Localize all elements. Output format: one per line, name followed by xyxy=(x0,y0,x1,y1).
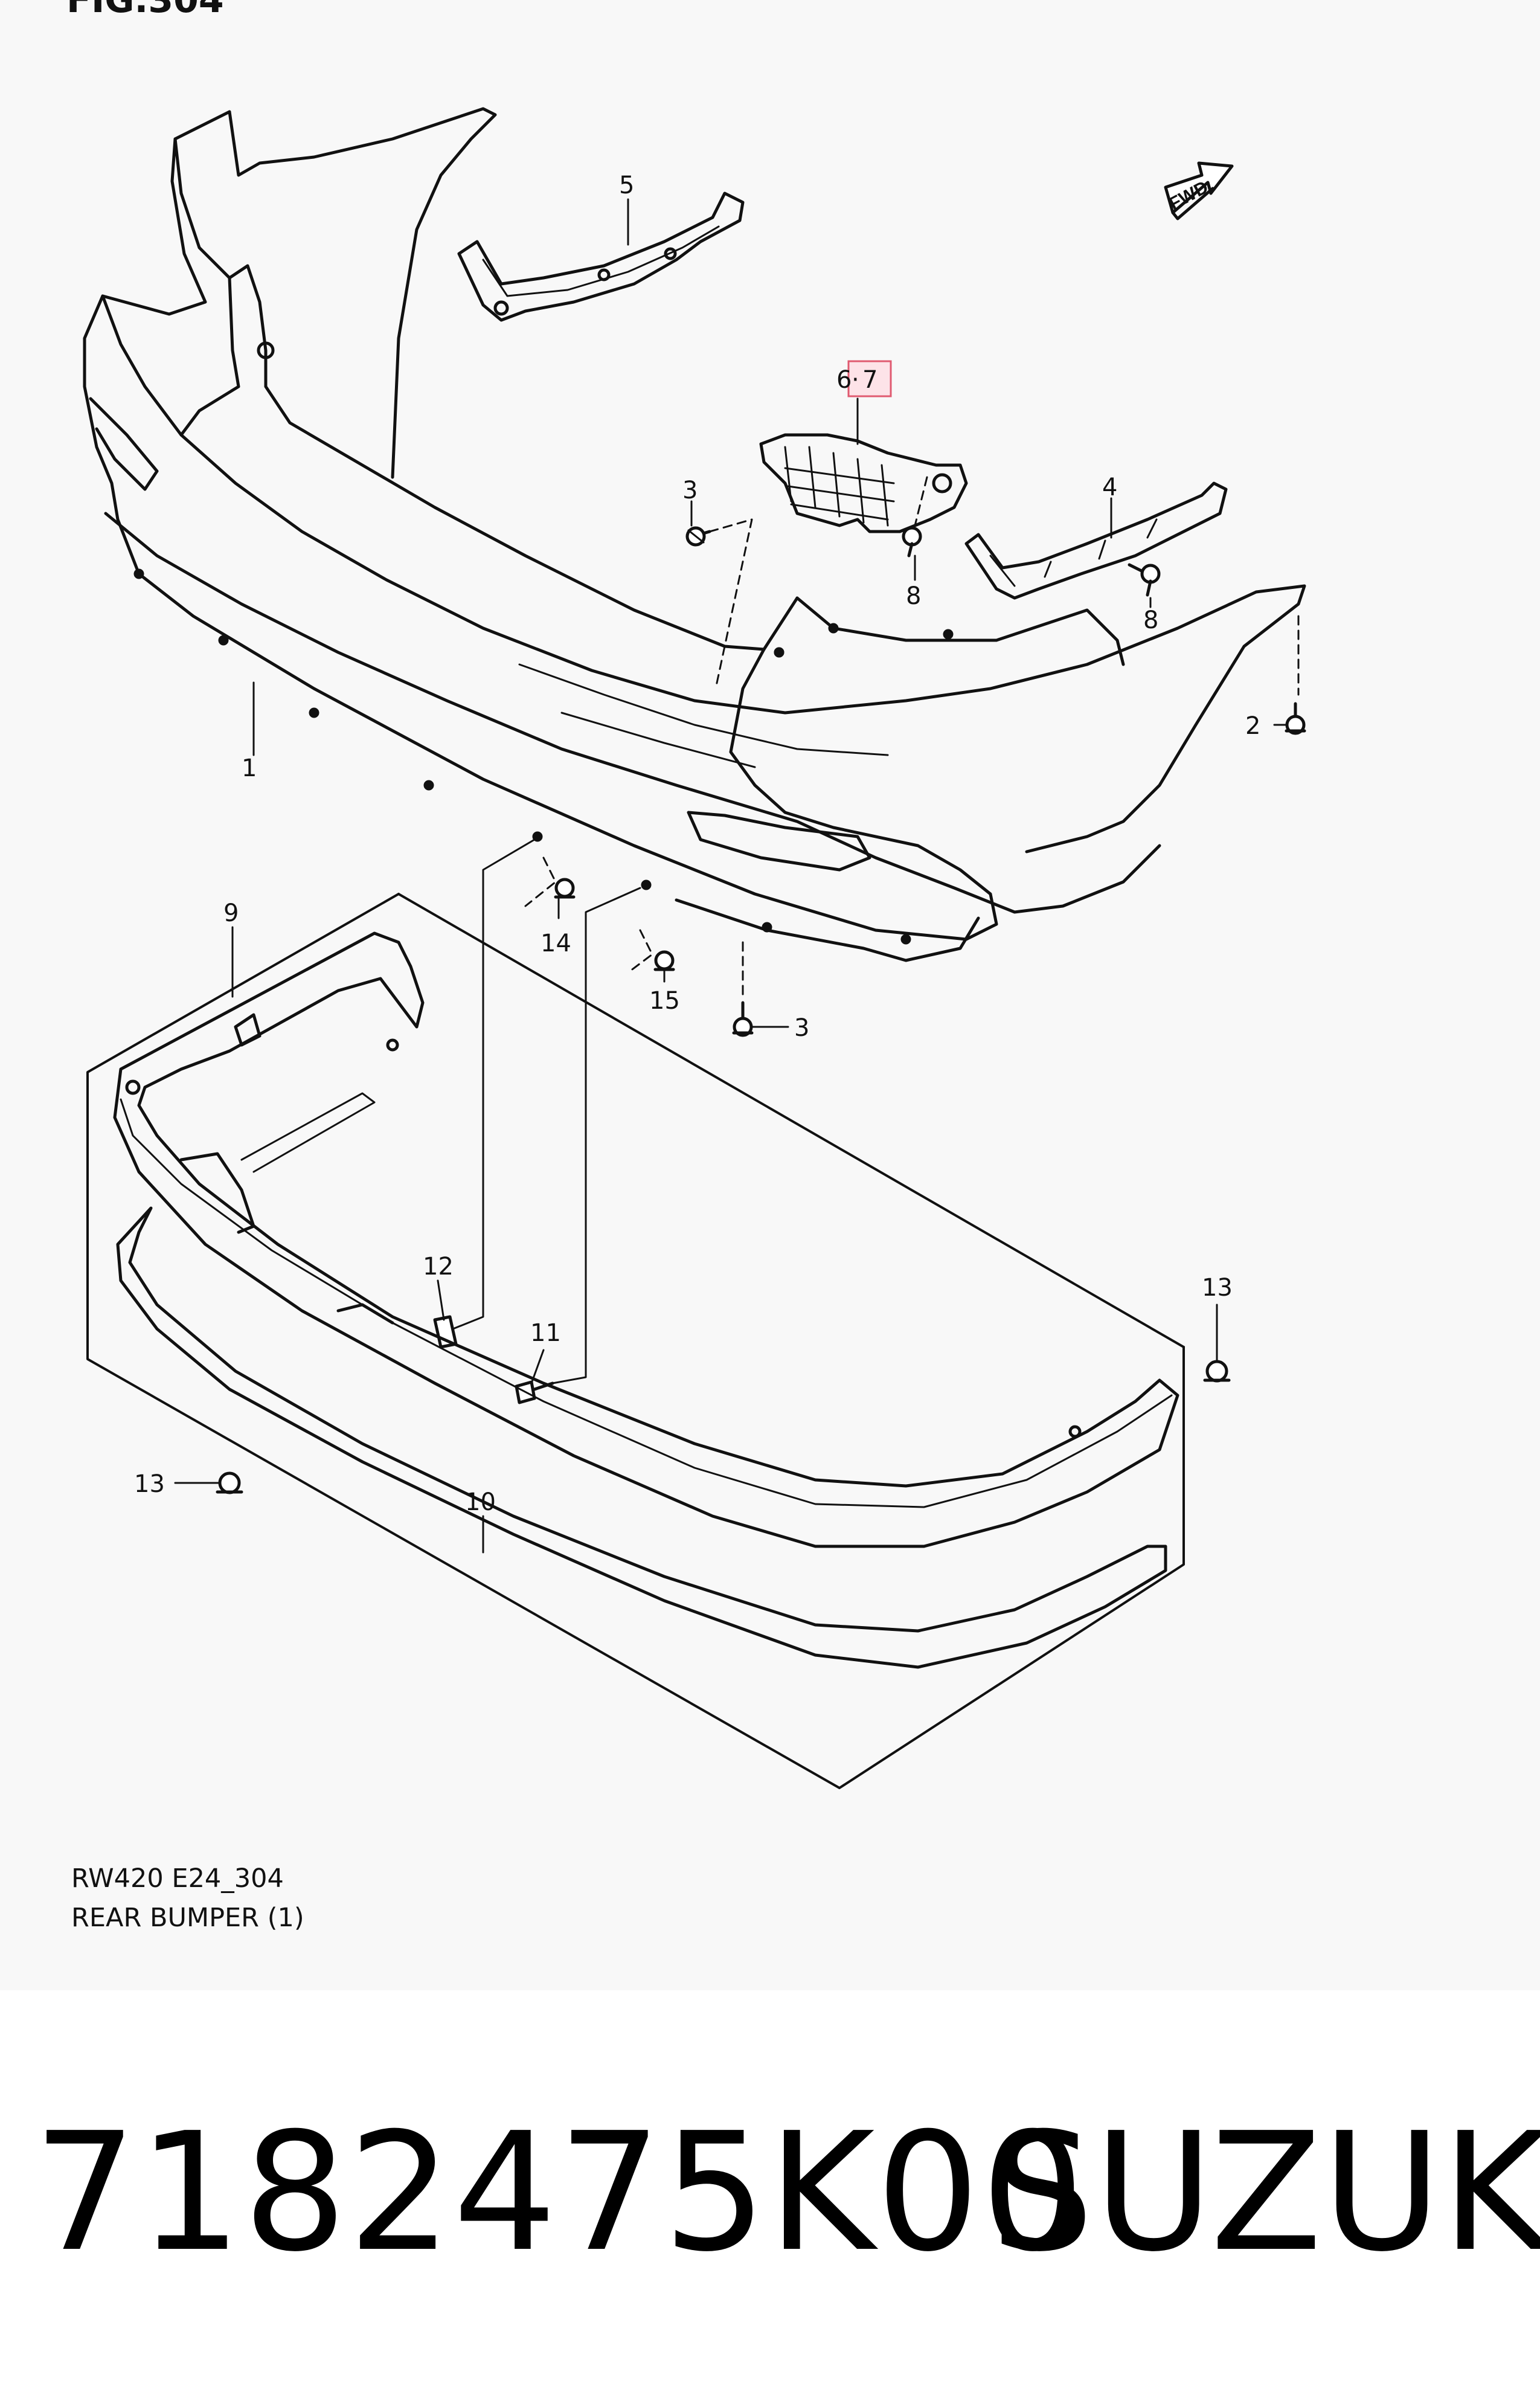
lower-cover-part xyxy=(113,931,1179,1548)
fwd-arrow-icon: FWD xyxy=(1164,161,1234,220)
figure-title: FIG.304 xyxy=(66,0,224,21)
callout-7: 7 xyxy=(862,366,877,394)
side-bracket-part xyxy=(964,481,1228,600)
callout-6-7-separator: · xyxy=(852,366,859,394)
lower-molding-part xyxy=(116,1206,1167,1669)
assembly-guide-lines xyxy=(524,476,1300,998)
screw-3-upper-icon xyxy=(685,526,711,547)
highlight-part-7 xyxy=(847,360,892,397)
clip-8-right-icon xyxy=(1128,563,1161,597)
callout-4: 4 xyxy=(1102,474,1117,501)
callout-3-lower: 3 xyxy=(794,1014,809,1042)
leader-lines xyxy=(174,198,1288,1554)
callout-2: 2 xyxy=(1245,712,1260,740)
screw-2-icon xyxy=(1285,702,1306,735)
callout-10: 10 xyxy=(465,1488,496,1516)
figure-name: REAR BUMPER (1) xyxy=(71,1903,304,1933)
upper-bracket-part xyxy=(457,191,745,322)
parts-diagram: FIG.304 FWD xyxy=(66,0,1306,1933)
screw-3-lower-icon xyxy=(732,1001,754,1037)
callout-13-right: 13 xyxy=(1202,1274,1233,1302)
callout-9: 9 xyxy=(223,899,239,927)
clip-13-right-icon xyxy=(1203,1360,1231,1383)
callout-13-left: 13 xyxy=(134,1470,165,1498)
part-number: 7182475K00 xyxy=(33,2097,1086,2288)
callout-3-upper: 3 xyxy=(682,477,698,504)
clip-8-left-icon xyxy=(902,526,922,558)
callout-15: 15 xyxy=(649,987,680,1015)
callout-11: 11 xyxy=(530,1319,561,1347)
brand-name: SUZUKI xyxy=(990,2097,1540,2288)
figure-code: RW420 E24_304 xyxy=(71,1863,284,1894)
callout-14: 14 xyxy=(541,930,571,957)
callout-6: 6 xyxy=(836,366,852,394)
callout-5: 5 xyxy=(619,172,634,199)
callout-1: 1 xyxy=(242,754,257,782)
callout-12: 12 xyxy=(423,1253,454,1281)
callout-8-right: 8 xyxy=(1143,606,1158,634)
clip-15-icon xyxy=(653,950,675,971)
clip-13-left-icon xyxy=(216,1471,243,1494)
center-bracket-part xyxy=(759,433,968,533)
bumper-cover-part xyxy=(83,107,1306,962)
rear-bumper-exploded-view: FIG.304 FWD xyxy=(66,0,1306,1789)
callout-8-left: 8 xyxy=(906,582,921,610)
clip-14-icon xyxy=(554,878,576,899)
